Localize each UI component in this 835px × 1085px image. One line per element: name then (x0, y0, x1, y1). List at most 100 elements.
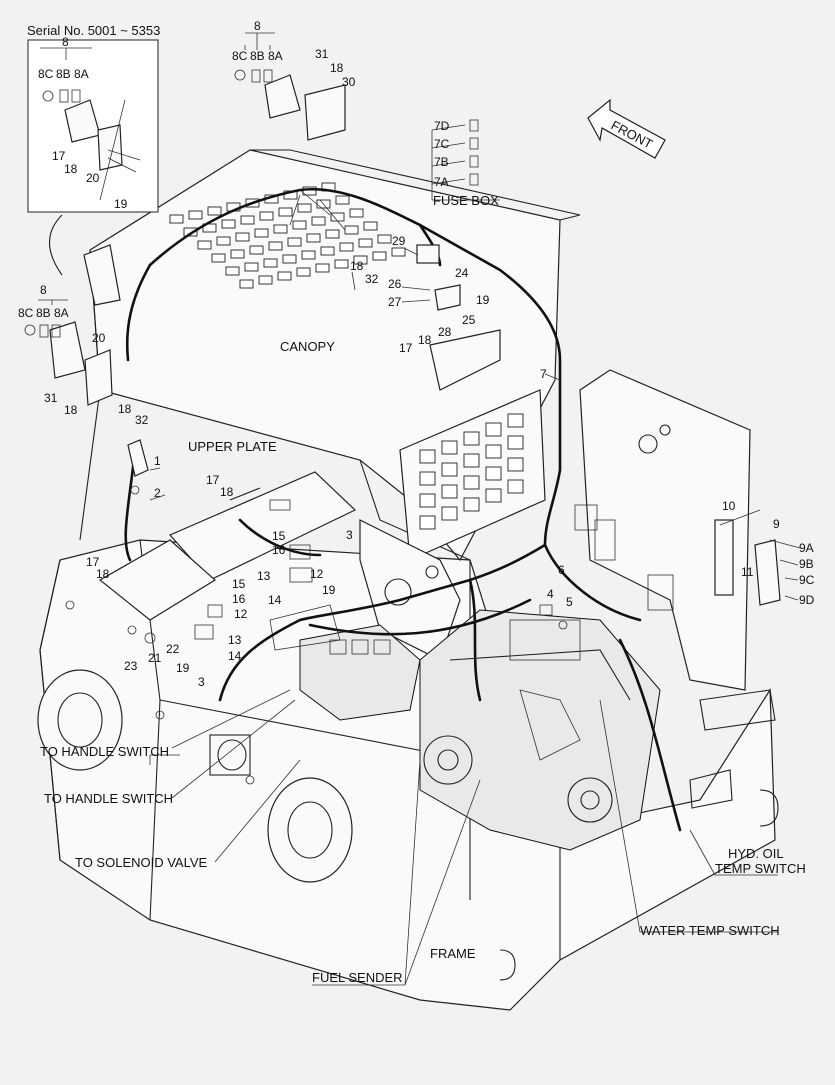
callout-7d: 7D (434, 119, 450, 133)
rear-grille-cell (441, 484, 458, 499)
grille-cell (311, 216, 326, 226)
grille-cell (211, 253, 226, 263)
callout-8a-left: 8A (54, 306, 69, 320)
callout-9d: 9D (799, 593, 815, 607)
roof-grille (169, 182, 406, 289)
callout-18-left-c: 18 (96, 567, 110, 581)
rear-grille-cell (463, 431, 480, 446)
inset-callout-17: 17 (52, 149, 66, 163)
grille-cell (254, 228, 269, 238)
grille-cell (249, 245, 264, 255)
inset-callout-8c: 8C (38, 67, 54, 81)
engine (269, 604, 661, 851)
serial-number-label: Serial No. 5001 ~ 5353 (27, 23, 160, 38)
grille-cell (277, 271, 292, 281)
callout-15: 15 (272, 529, 286, 543)
to-solenoid-valve-label: TO SOLENOID VALVE (75, 855, 208, 870)
grille-cell (221, 219, 236, 229)
rear-grille-cell (419, 471, 436, 486)
rear-grille-cell (463, 475, 480, 490)
callout-18-left: 18 (64, 403, 78, 417)
grille-cell (334, 259, 349, 269)
callout-4: 4 (547, 587, 554, 601)
callout-8c-left: 8C (18, 306, 34, 320)
callout-numbers: 8 8C 8B 8A 31 18 30 7D 7C 7B 7A 29 24 26… (18, 19, 815, 689)
grille-cell (258, 275, 273, 285)
fuel-sender-label: FUEL SENDER (312, 970, 403, 985)
rear-grille-cell (419, 493, 436, 508)
grille-cell (197, 240, 212, 250)
upper-plate-label: UPPER PLATE (188, 439, 277, 454)
grille-cell (244, 262, 259, 272)
callout-20-left: 20 (92, 331, 106, 345)
callout-15-b: 15 (232, 577, 246, 591)
grille-cell (169, 214, 184, 224)
callout-13: 13 (257, 569, 271, 583)
rear-grille-cell (419, 449, 436, 464)
callout-18-top: 18 (330, 61, 344, 75)
grille-cell (377, 234, 392, 244)
rear-grille-cell (463, 453, 480, 468)
rear-grille-cell (419, 515, 436, 530)
grille-cell (315, 263, 330, 273)
rear-grille-cell (507, 413, 524, 428)
fuse-box-label: FUSE BOX (433, 193, 499, 208)
grille-cell (344, 225, 359, 235)
callout-7c: 7C (434, 137, 450, 151)
grille-cell (363, 221, 378, 231)
grille-cell (292, 220, 307, 230)
grille-cell (207, 206, 222, 216)
callout-8a-top: 8A (268, 49, 283, 63)
grille-cell (268, 241, 283, 251)
callout-9a: 9A (799, 541, 814, 555)
grille-cell (240, 215, 255, 225)
callout-32-left: 32 (135, 413, 149, 427)
callout-27: 27 (388, 295, 402, 309)
grille-cell (330, 212, 345, 222)
inset-callout-20: 20 (86, 171, 100, 185)
rear-grille-cell (485, 466, 502, 481)
water-temp-switch-label: WATER TEMP SWITCH (640, 923, 780, 938)
front-arrow (587, 98, 666, 159)
rear-grille-cell (507, 435, 524, 450)
callout-3-low: 3 (198, 675, 205, 689)
callout-19-mid: 19 (322, 583, 336, 597)
callout-19-fuse: 19 (476, 293, 490, 307)
callout-18-plate: 18 (220, 485, 234, 499)
rear-grille-cell (507, 457, 524, 472)
rear-grille-cell (463, 497, 480, 512)
grille-cell (225, 266, 240, 276)
callout-9c: 9C (799, 573, 815, 587)
rear-grille-cell (485, 422, 502, 437)
grille-cell (278, 207, 293, 217)
callout-30: 30 (342, 75, 356, 89)
grille-cell (183, 227, 198, 237)
callout-31-left: 31 (44, 391, 58, 405)
rear-grille-cell (441, 506, 458, 521)
grille-cell (335, 195, 350, 205)
callout-17-left: 17 (86, 555, 100, 569)
grille-cell (339, 242, 354, 252)
grille-cell (320, 246, 335, 256)
grille-cell (301, 250, 316, 260)
grille-cell (239, 279, 254, 289)
grille-cell (287, 237, 302, 247)
callout-9: 9 (773, 517, 780, 531)
callout-19-low: 19 (176, 661, 190, 675)
grille-cell (353, 255, 368, 265)
inset-labels: Serial No. 5001 ~ 5353 8 8C 8B 8A 17 18 … (27, 23, 160, 211)
callout-18-roof: 18 (350, 259, 364, 273)
to-handle-switch-label-1: TO HANDLE SWITCH (40, 744, 169, 759)
callout-14-b: 14 (228, 649, 242, 663)
grille-cell (372, 251, 387, 261)
callout-18-left-b: 18 (118, 402, 132, 416)
callout-29: 29 (392, 234, 406, 248)
callout-6: 6 (558, 563, 565, 577)
grille-cell (202, 223, 217, 233)
callout-7b: 7B (434, 155, 449, 169)
upper-plate (98, 471, 357, 621)
callout-18-fuse: 18 (418, 333, 432, 347)
callout-8-top: 8 (254, 19, 261, 33)
callout-1: 1 (154, 454, 161, 468)
